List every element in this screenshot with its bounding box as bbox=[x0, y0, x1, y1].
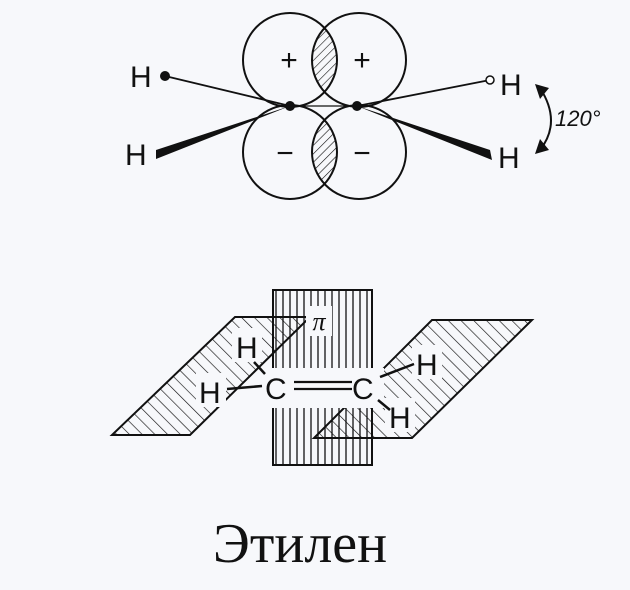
wedge-bond-h-lower-right bbox=[357, 106, 492, 160]
hydrogen-dot-upper-right bbox=[485, 75, 495, 85]
atom-h-left-upper: H bbox=[236, 332, 258, 365]
pi-label-background bbox=[306, 306, 332, 336]
atom-h-lower-right: H bbox=[498, 142, 520, 175]
sign-lower-right: − bbox=[353, 137, 371, 170]
bond-c-left-h-upper bbox=[253, 361, 266, 375]
h-right-upper-background bbox=[412, 345, 442, 379]
atom-c-left: C bbox=[265, 373, 287, 406]
atom-h-lower-left: H bbox=[125, 139, 147, 172]
atom-h-left-lower: H bbox=[199, 377, 221, 410]
wedge-bond-h-lower-left bbox=[156, 106, 290, 159]
atom-h-upper-right: H bbox=[500, 69, 522, 102]
bond-angle-label: 120° bbox=[555, 106, 601, 131]
sign-upper-left: + bbox=[280, 44, 298, 77]
h-right-lower-background bbox=[385, 398, 415, 432]
bond-c-left-h-lower bbox=[226, 384, 263, 391]
bond-c-right-h-lower bbox=[377, 399, 391, 411]
atom-c-right: C bbox=[352, 373, 374, 406]
sign-upper-right: + bbox=[353, 44, 371, 77]
sign-lower-left: − bbox=[276, 137, 294, 170]
carbon-dot-right bbox=[352, 101, 362, 111]
figure-caption: Этилен bbox=[213, 513, 387, 575]
bond-to-h-upper-right bbox=[356, 79, 491, 107]
atom-h-right-upper: H bbox=[416, 349, 438, 382]
bond-c-right-h-upper bbox=[379, 362, 415, 379]
bond-angle-arrow bbox=[535, 84, 552, 154]
h-left-upper-background bbox=[232, 328, 262, 362]
carbon-dot-left bbox=[285, 101, 295, 111]
pi-bond-label: π bbox=[312, 307, 326, 336]
hydrogen-dot-upper-left bbox=[160, 71, 170, 81]
h-left-lower-background bbox=[196, 373, 226, 407]
atom-h-upper-left: H bbox=[130, 61, 152, 94]
bond-to-h-upper-left bbox=[164, 75, 291, 107]
atom-h-right-lower: H bbox=[389, 402, 411, 435]
ethylene-planes-diagram: π H H C C H H bbox=[109, 289, 535, 466]
orbital-overlap-diagram: + + − − H H H H 120° bbox=[125, 12, 601, 200]
